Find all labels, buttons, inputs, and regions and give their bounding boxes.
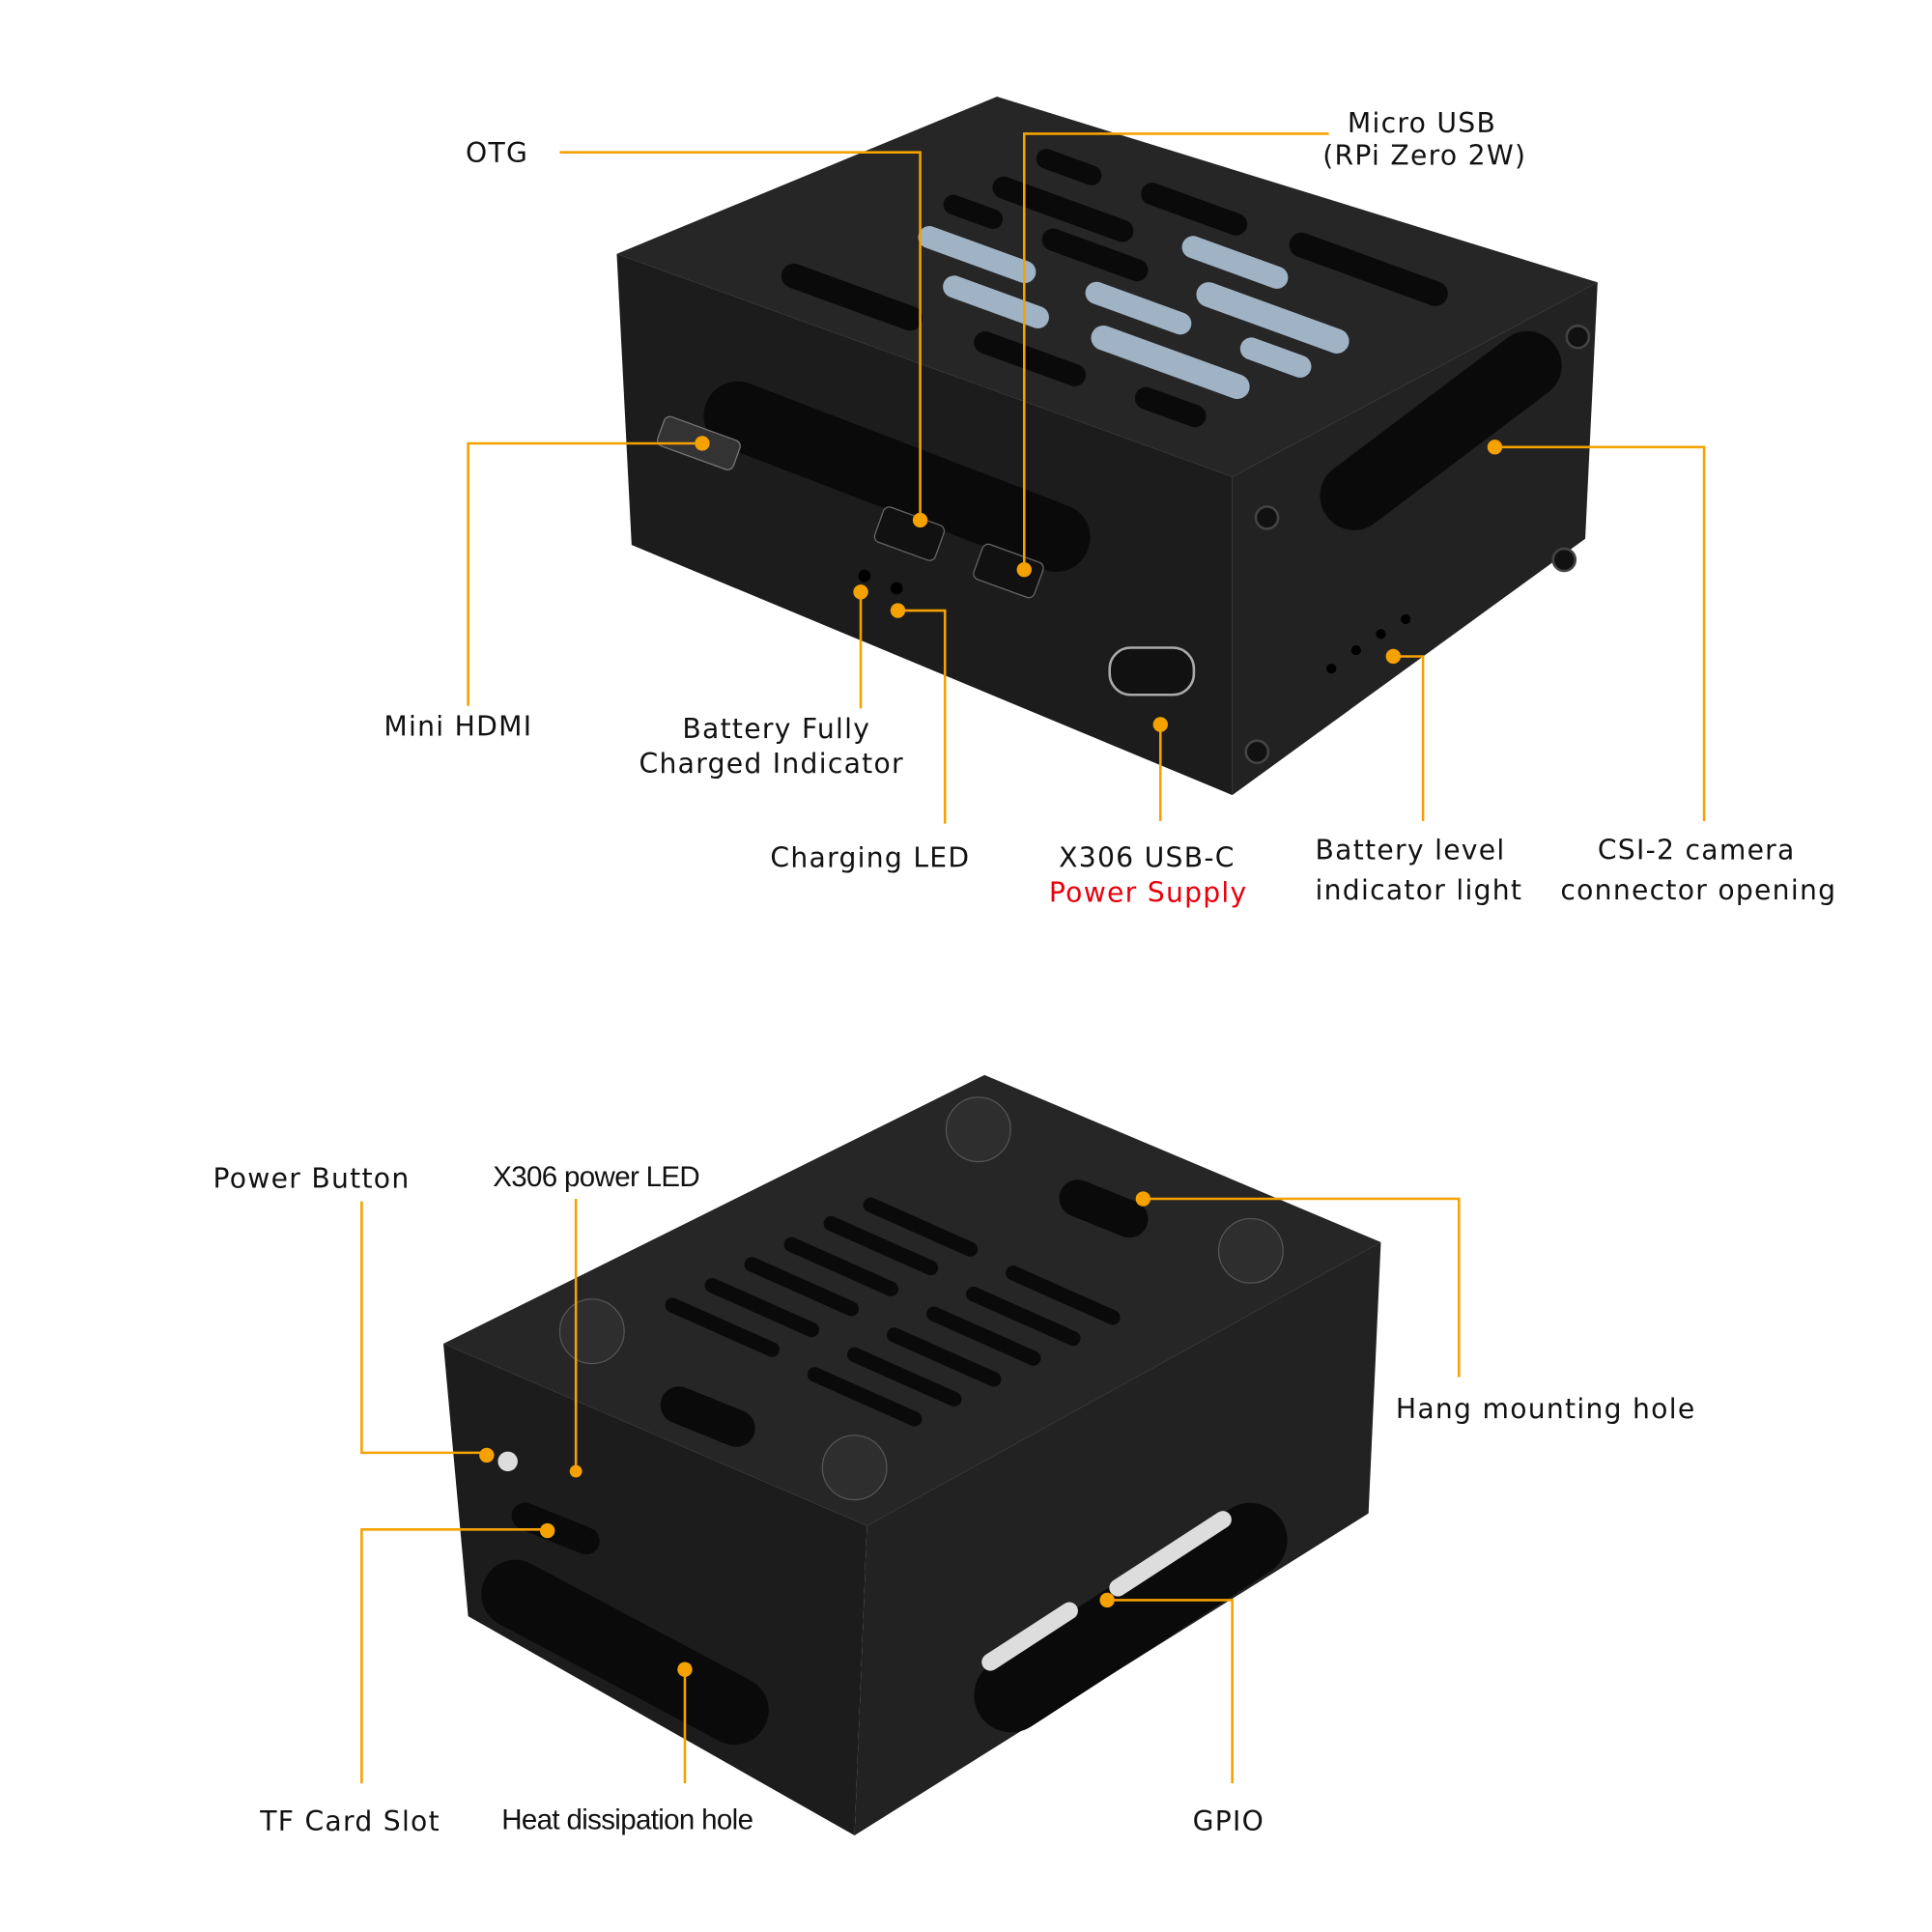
micro-usb-label: Micro USB (1348, 107, 1496, 139)
usbc-port (1108, 646, 1196, 696)
gpio-header (981, 1602, 1078, 1671)
battery-full-sublabel: Charged Indicator (639, 748, 904, 780)
otg-label: OTG (466, 137, 528, 169)
charging-led-label: Charging LED (770, 841, 970, 873)
mini-hdmi-label: Mini HDMI (384, 711, 532, 743)
top-callouts (467, 132, 1706, 824)
usbc-label: X306 USB-C (1059, 841, 1236, 873)
csi-label: CSI-2 camera (1598, 835, 1796, 867)
micro-usb-port (973, 543, 1044, 599)
power-led-label: X306 power LED (493, 1161, 699, 1193)
heat-hole-label: Heat dissipation hole (501, 1804, 753, 1836)
tf-card-label: TF Card Slot (259, 1805, 440, 1837)
gpio-header (1109, 1511, 1232, 1597)
rubber-foot (558, 1298, 625, 1365)
side-opening (703, 381, 1091, 572)
top-vent-slots (781, 149, 1448, 428)
top-case-illustration (616, 97, 1598, 796)
hang-hole-label: Hang mounting hole (1396, 1393, 1696, 1425)
rubber-foot (821, 1435, 888, 1501)
rubber-foot (945, 1096, 1011, 1163)
power-supply-label: Power Supply (1049, 876, 1248, 908)
bottom-case-illustration (442, 1074, 1381, 1835)
bottom-callouts (360, 1191, 1461, 1784)
power-button-label: Power Button (213, 1162, 411, 1194)
battery-level-label: Battery level (1316, 835, 1506, 867)
hang-mounting-hole (1059, 1179, 1149, 1238)
bottom-vent-slots (665, 1197, 1121, 1427)
micro-usb-sublabel: (RPi Zero 2W) (1322, 140, 1526, 172)
battery-full-label: Battery Fully (682, 713, 870, 745)
rubber-foot (1217, 1217, 1284, 1284)
gpio-opening (974, 1502, 1288, 1733)
csi-sublabel: connector opening (1560, 874, 1836, 906)
camera-opening (1320, 330, 1562, 530)
power-button (497, 1451, 518, 1472)
heat-dissipation-hole (481, 1559, 769, 1746)
battery-level-sublabel: indicator light (1316, 874, 1523, 906)
gpio-label: GPIO (1193, 1805, 1264, 1837)
tf-card-slot (511, 1502, 600, 1555)
